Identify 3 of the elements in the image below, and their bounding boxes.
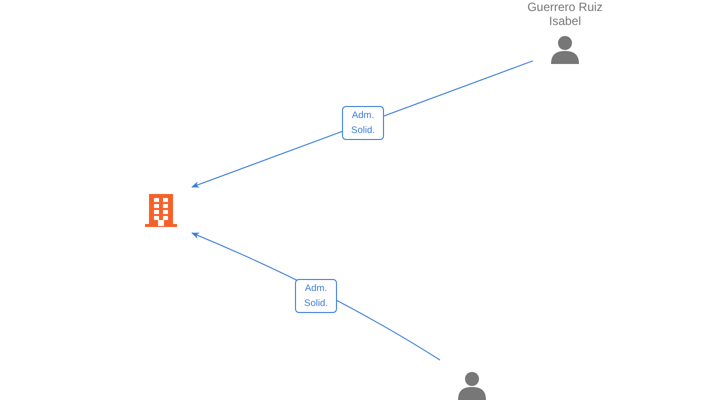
person-name: Guerrero Ruiz Isabel (526, 0, 604, 28)
edge-label: Adm. Solid. (295, 279, 337, 313)
edge-label: Adm. Solid. (342, 106, 384, 140)
